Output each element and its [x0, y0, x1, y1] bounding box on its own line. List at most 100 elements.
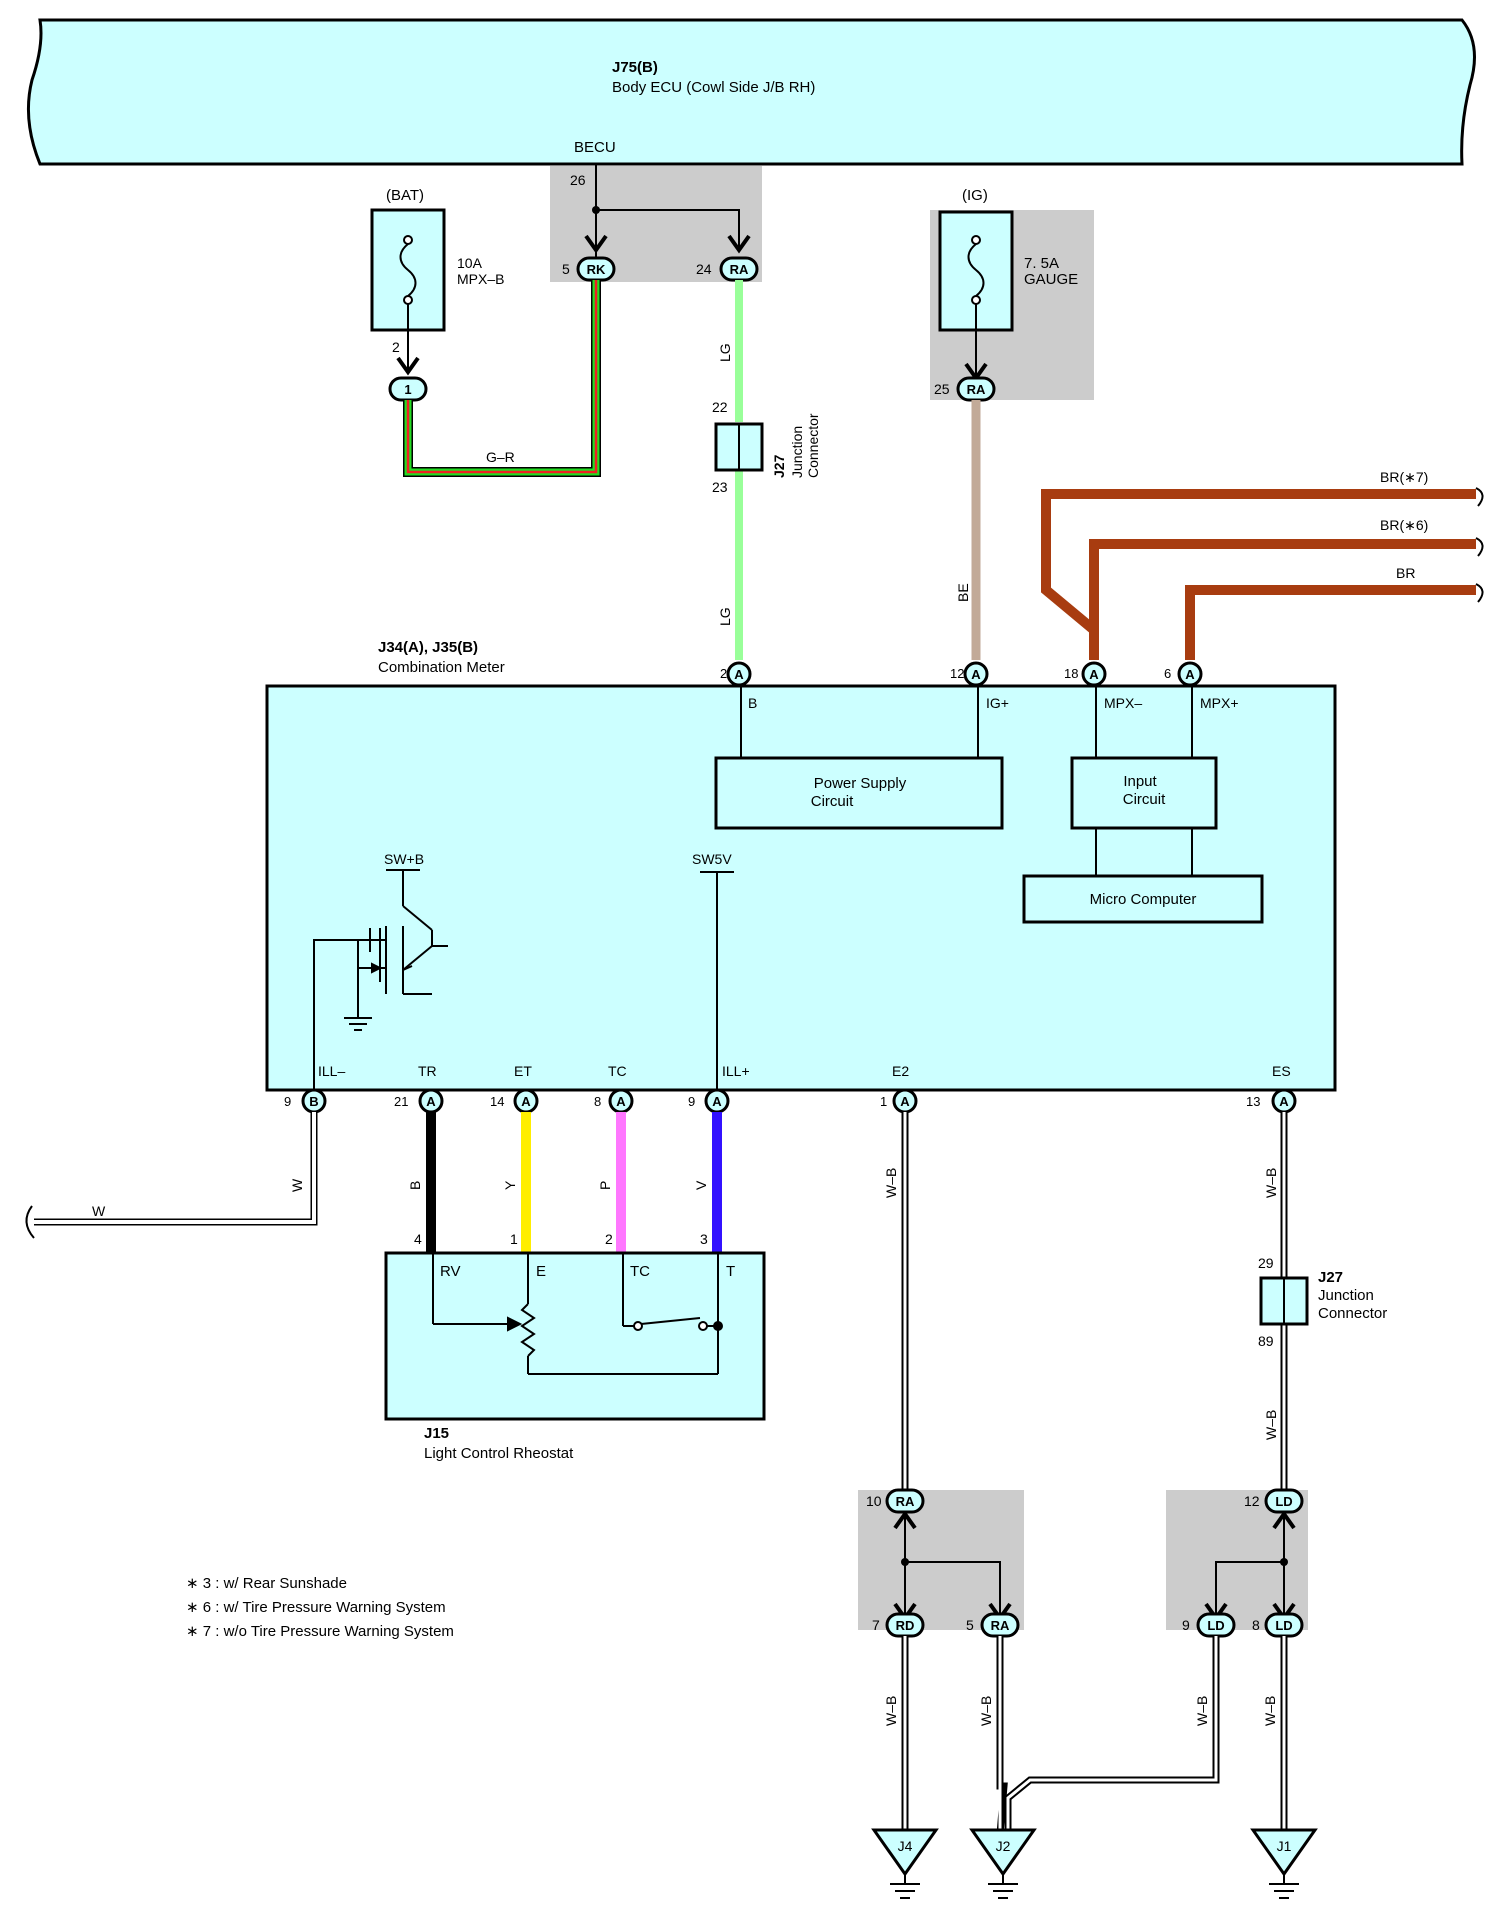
light-control-rheostat: 4 1 2 3 RV E TC T J15 Light Control Rheo… [384, 1231, 766, 1462]
meter-pin-mpx-minus: 18 A [1064, 661, 1107, 687]
term-mpx-minus: MPX– [1104, 695, 1142, 711]
wire-wb-e2: W–B [883, 1112, 909, 1492]
j27-top-name2: Connector [805, 413, 821, 478]
swb-label: SW+B [384, 851, 424, 867]
svg-text:21: 21 [394, 1094, 408, 1109]
body-ecu-name: Body ECU (Cowl Side J/B RH) [612, 79, 815, 96]
svg-text:12: 12 [950, 666, 964, 681]
meter-pin-et: 14 A [490, 1088, 539, 1114]
micro-computer-label: Micro Computer [1090, 891, 1197, 908]
svg-text:J2: J2 [996, 1838, 1011, 1854]
jl-r-num: 5 [966, 1617, 974, 1633]
fuse-ig-source: (IG) [962, 187, 988, 204]
br-label: BR [1396, 565, 1415, 581]
wire-wb-es: W–B W–B [1263, 1112, 1288, 1492]
svg-text:A: A [426, 1094, 436, 1109]
input-circuit-line1: Input [1123, 773, 1157, 790]
wire-w: W W [25, 1112, 318, 1239]
rheo-code: J15 [424, 1425, 449, 1442]
rheo-term-e: E [536, 1263, 546, 1280]
wire-lg: LG LG [717, 280, 743, 660]
junction-left-shade [858, 1490, 1024, 1630]
svg-text:A: A [1185, 667, 1195, 682]
svg-text:8: 8 [594, 1094, 601, 1109]
junction-right: 12 LD 9 LD 8 LD [1182, 1488, 1304, 1638]
junction-left: 10 RA 7 RD 5 RA [866, 1488, 1020, 1638]
wire-wb-e2-label: W–B [883, 1168, 899, 1198]
svg-text:9: 9 [284, 1094, 291, 1109]
wire-w-vertical: W [289, 1178, 305, 1192]
power-supply-line1: Power Supply [814, 775, 907, 792]
becu-pin-5: 5 [562, 261, 570, 277]
jr-l-conn: LD [1207, 1618, 1224, 1633]
j27-bottom-name1: Junction [1318, 1287, 1374, 1304]
conn-ra-ig: RA [967, 382, 986, 397]
becu-pin-26: 26 [570, 172, 586, 188]
j27-bottom-name2: Connector [1318, 1305, 1387, 1322]
jr-r-num: 8 [1252, 1617, 1260, 1633]
meter-pin-tr: 21 A [394, 1088, 444, 1114]
term-b: B [748, 695, 757, 711]
fuse-bat-name: MPX–B [457, 271, 504, 287]
jl-l-num: 7 [872, 1617, 880, 1633]
wire-lg-bottom: LG [717, 607, 733, 626]
term-et: ET [514, 1063, 532, 1079]
svg-text:A: A [971, 667, 981, 682]
wire-p-label: P [597, 1181, 613, 1190]
meter-pin-e2: 1 A [880, 1088, 918, 1114]
j27-top-name1: Junction [789, 426, 805, 478]
term-mpx-plus: MPX+ [1200, 695, 1239, 711]
wire-be: BE [955, 400, 981, 660]
jl-l-conn: RD [896, 1618, 915, 1633]
fuse-mpx-b: (BAT) 10A MPX–B 2 1 [370, 187, 504, 402]
jr-l-num: 9 [1182, 1617, 1190, 1633]
svg-text:A: A [1279, 1094, 1289, 1109]
combination-meter: J34(A), J35(B) Combination Meter 24 A 12… [265, 639, 1337, 1114]
meter-pin-es: 13 A [1246, 1088, 1297, 1114]
term-ig: IG+ [986, 695, 1009, 711]
term-ill-plus: ILL+ [722, 1063, 750, 1079]
fuse-gauge: (IG) 7. 5A GAUGE 25 RA [934, 187, 1078, 402]
rheo-term-tc: TC [630, 1263, 650, 1280]
svg-text:A: A [712, 1094, 722, 1109]
rheo-term-rv: RV [440, 1263, 461, 1280]
svg-text:1: 1 [880, 1094, 887, 1109]
term-es: ES [1272, 1063, 1291, 1079]
power-supply-line2: Circuit [811, 793, 854, 810]
svg-text:18: 18 [1064, 666, 1078, 681]
note-7: ∗ 7 : w/o Tire Pressure Warning System [186, 1623, 454, 1640]
j27-top-pin23: 23 [712, 479, 728, 495]
ground-j4: J4 [871, 1828, 939, 1899]
fuse-ig-pin: 25 [934, 381, 950, 397]
svg-text:A: A [900, 1094, 910, 1109]
wire-g-r: G–R [403, 280, 601, 477]
conn-rk: RK [587, 262, 606, 277]
wires-br: BR(∗7) BR(∗6) BR [1041, 469, 1484, 660]
rheo-pin-4: 4 [414, 1231, 422, 1247]
rheo-pin-2: 2 [605, 1231, 613, 1247]
wires-wb-ground: W–B W–B W–B W–B [883, 1636, 1288, 1835]
junction-j27-bottom: 29 89 J27 Junction Connector [1258, 1255, 1387, 1349]
ground-j2: J2 [969, 1828, 1037, 1899]
wire-lg-top: LG [717, 343, 733, 362]
svg-text:A: A [734, 667, 744, 682]
rheo-name: Light Control Rheostat [424, 1445, 574, 1462]
meter-pin-ig: 12 A [950, 661, 989, 687]
svg-text:A: A [1089, 667, 1099, 682]
j27-bottom-pin29: 29 [1258, 1255, 1274, 1271]
wire-wb-es-label-1: W–B [1263, 1168, 1279, 1198]
input-circuit [1070, 756, 1218, 830]
wire-be-label: BE [955, 583, 971, 602]
meter-name: Combination Meter [378, 659, 505, 676]
note-3: ∗ 3 : w/ Rear Sunshade [186, 1575, 347, 1592]
fuse-bat-source: (BAT) [386, 187, 424, 204]
becu-pin-24: 24 [696, 261, 712, 277]
term-tc: TC [608, 1063, 627, 1079]
wire-wb-j2b: W–B [1194, 1696, 1210, 1726]
jl-top-num: 10 [866, 1493, 882, 1509]
junction-j27-top: 22 23 J27 Junction Connector [712, 399, 821, 495]
meter-pin-ill-plus: 9 A [688, 1088, 730, 1114]
term-e2: E2 [892, 1063, 909, 1079]
input-circuit-line2: Circuit [1123, 791, 1166, 808]
